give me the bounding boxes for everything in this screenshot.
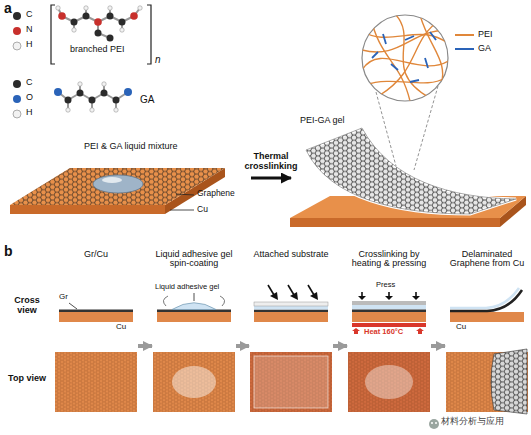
- scene-caption: PEI & GA liquid mixture: [84, 142, 246, 151]
- watermark: 材料分析与应用: [441, 417, 504, 427]
- step-column: Liquid adhesive gel spin-coating: [153, 250, 235, 412]
- step-title: Liquid adhesive gel spin-coating: [154, 250, 234, 269]
- process-label: Heat 160°C: [364, 328, 403, 336]
- step-title: Attached substrate: [251, 250, 331, 259]
- copper-plate-left: [10, 168, 225, 214]
- legend-entry: PEI: [455, 30, 493, 40]
- liquid-droplet: [93, 175, 143, 193]
- cross-view-gr-cu: [59, 303, 133, 322]
- panel-letter: a: [4, 1, 12, 16]
- molecule-name: GA: [140, 94, 154, 105]
- process-arrow: [138, 344, 152, 348]
- leader-lines: [170, 194, 194, 210]
- process-label: Press: [376, 281, 395, 289]
- legend-line-sample: [455, 30, 475, 40]
- oxygen-atom: [13, 95, 21, 103]
- top-view-spin-coating: [153, 352, 235, 412]
- step-title: Gr/Cu: [56, 250, 136, 259]
- zoom-inset: [360, 14, 450, 170]
- layer-label: Cu: [197, 205, 208, 214]
- row-label: Cross view: [4, 296, 50, 316]
- top-view-crosslinking: [348, 352, 430, 412]
- cross-view-attached-substrate: [254, 285, 328, 322]
- pei-atoms: [56, 6, 142, 42]
- process-arrow: [251, 177, 291, 180]
- ga-molecule: [58, 84, 128, 110]
- hydrogen-atom: [13, 42, 21, 50]
- repeat-bracket: [51, 5, 151, 64]
- atom-key: [13, 12, 21, 118]
- panel-letter: b: [4, 244, 13, 259]
- carbon-atom: [13, 12, 21, 20]
- atom-key-label: O: [26, 93, 33, 103]
- molecule-name: branched PEI: [70, 45, 125, 55]
- atom-key-label: H: [26, 108, 33, 118]
- scene-caption: PEI-GA gel: [300, 116, 524, 125]
- atom-key-label: N: [26, 25, 33, 35]
- scene-box: PEI & GA liquid mixture: [60, 140, 250, 236]
- top-view-attached-substrate: [250, 352, 332, 412]
- layer-label: Cu: [116, 323, 126, 332]
- graphene-sheet: [10, 168, 225, 205]
- arrow-label: Thermal crosslinking: [240, 151, 302, 173]
- process-arrow: [333, 344, 347, 348]
- atom-key-label: C: [26, 10, 33, 20]
- legend-text: GA: [478, 43, 491, 53]
- atom-key-label: C: [26, 78, 33, 88]
- layer-label: Graphene: [197, 189, 235, 198]
- carbon-atom: [13, 80, 21, 88]
- layer-label: Liquid adhesive gel: [155, 283, 219, 291]
- process-arrow: [236, 344, 249, 348]
- layer-label: Cu: [456, 323, 466, 332]
- step-title: Crosslinking by heating & pressing: [349, 250, 429, 269]
- legend-entry: GA: [455, 44, 491, 54]
- layer-label: Gr: [59, 293, 68, 302]
- top-view-gr-cu: [55, 352, 137, 412]
- atom-key-label: H: [26, 40, 33, 50]
- top-view-delaminated: [446, 349, 528, 414]
- peeled-graphene-gel: [306, 128, 516, 214]
- nitrogen-atom: [13, 27, 21, 35]
- hydrogen-atom: [13, 110, 21, 118]
- watermark-icon: [429, 419, 439, 429]
- step-title: Delaminated Graphene from Cu: [447, 250, 527, 269]
- repeat-index: n: [155, 54, 161, 65]
- row-label: Top view: [4, 374, 50, 384]
- pei-molecule: [58, 8, 140, 38]
- ga-atoms: [54, 82, 132, 112]
- step-column: Attached substrate: [250, 250, 332, 412]
- legend-line-sample: [455, 44, 475, 54]
- cross-view-delaminated: [450, 288, 524, 322]
- process-arrow: [431, 344, 445, 348]
- scene-box: PEI-GA gel: [292, 114, 528, 235]
- legend-text: PEI: [478, 29, 493, 39]
- cross-view-spin-coating: [157, 293, 231, 322]
